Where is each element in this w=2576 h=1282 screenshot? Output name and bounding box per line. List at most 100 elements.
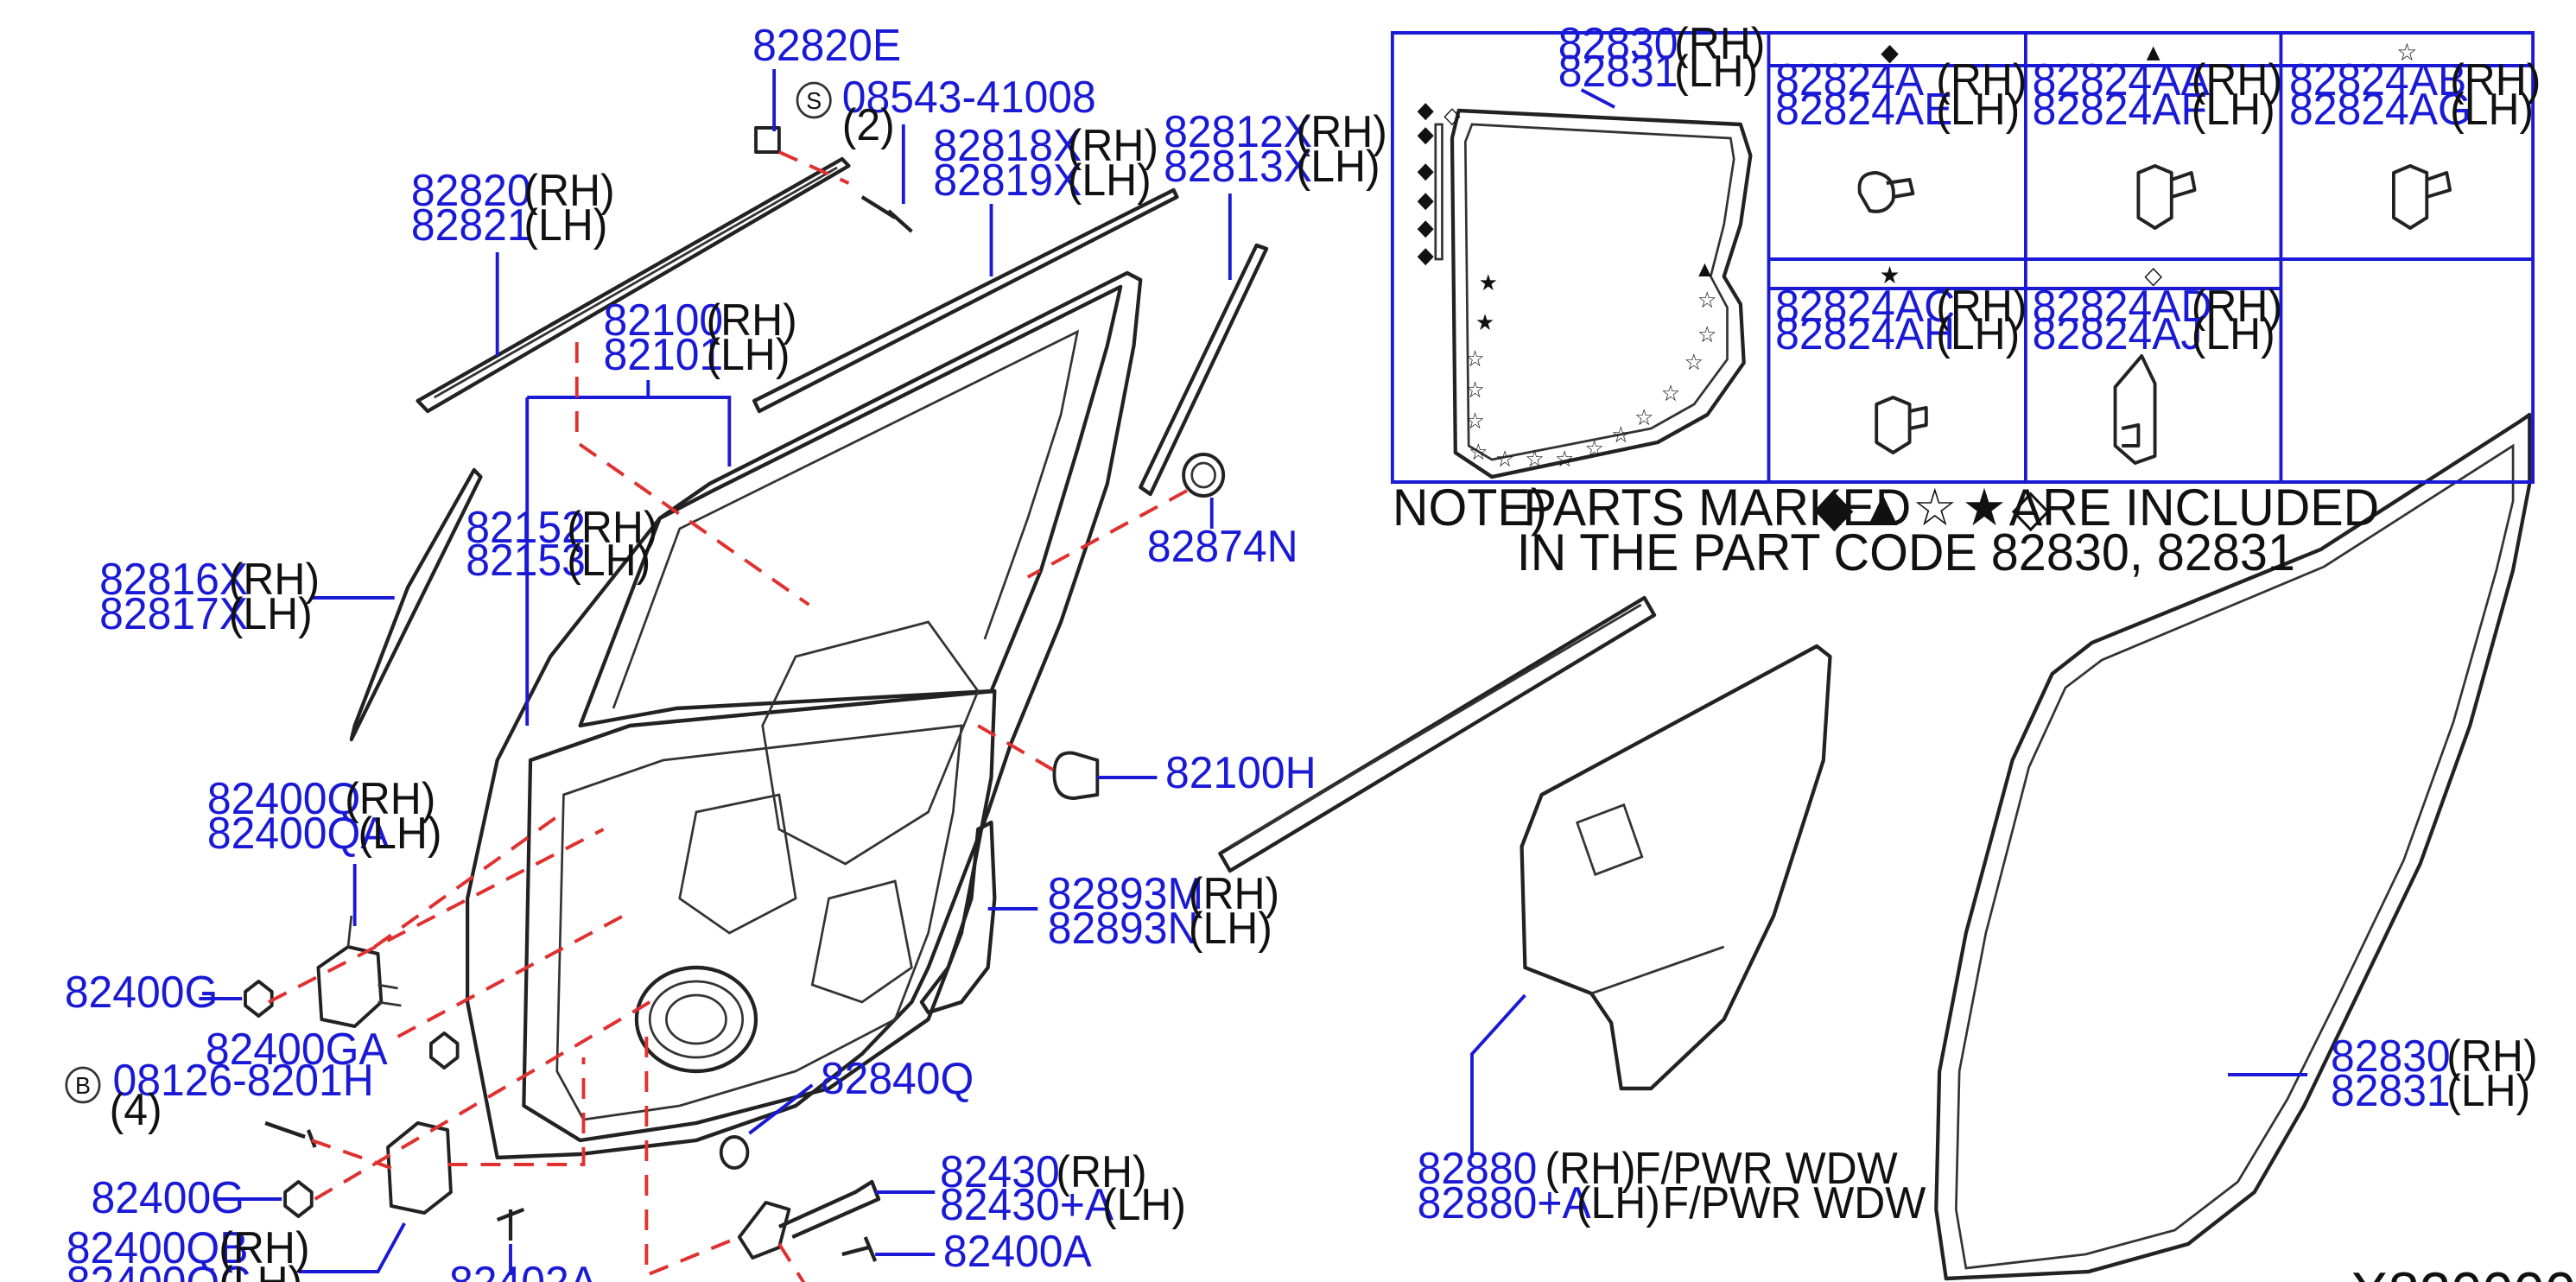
part-label-82400qc[interactable]: 82400QC — [67, 1257, 251, 1282]
svg-text:★: ★ — [1475, 311, 1494, 336]
svg-text:(LH): (LH) — [229, 588, 313, 638]
svg-text:(LH): (LH) — [1297, 141, 1380, 191]
part-label-82430a[interactable]: 82430+A — [940, 1179, 1114, 1229]
nut-shape — [244, 980, 274, 1018]
table-symbol-c5: ◇ — [2144, 261, 2162, 289]
sash-moulding-shape — [752, 187, 1179, 414]
part-label-82893m[interactable]: 82893M — [1048, 868, 1203, 918]
svg-text:☆: ☆ — [1611, 423, 1630, 448]
bumper-shape — [1052, 751, 1100, 800]
part-label-82820[interactable]: 82820 — [411, 165, 531, 215]
part-label-82400q[interactable]: 82400Q — [207, 773, 360, 823]
clip-shape — [754, 126, 781, 154]
part-label-82821[interactable]: 82821 — [411, 200, 531, 250]
svg-text:(RH): (RH) — [1189, 868, 1279, 918]
table-label-82830[interactable]: 82830 — [1558, 18, 1678, 68]
svg-text:◆: ◆ — [1418, 188, 1435, 213]
table-marker-symbols: ◆ ◇ ◆ ◆ ◆ ◆ ◆ ★ ★ ☆ ☆ ☆ ☆ ☆ ☆ ☆ ☆ ☆ ☆ ☆ … — [1418, 98, 1717, 473]
svg-text:(LH): (LH) — [219, 1257, 302, 1282]
upper-hinge-shape — [316, 945, 384, 1028]
svg-text:☆: ☆ — [1697, 289, 1716, 314]
part-label-82880[interactable]: 82880 — [1418, 1143, 1538, 1193]
diagram-id: X8200004 — [2351, 1261, 2576, 1282]
clip-ac-shape — [1875, 396, 1928, 454]
svg-text:☆: ☆ — [1584, 437, 1603, 462]
part-label-82400ga[interactable]: 82400GA — [206, 1024, 388, 1074]
part-label-82819x[interactable]: 82819X — [933, 155, 1082, 205]
svg-text:(LH): (LH) — [2446, 1065, 2530, 1115]
svg-text:◆: ◆ — [1418, 159, 1435, 184]
part-label-82100h[interactable]: 82100H — [1165, 747, 1317, 797]
part-label-82880a[interactable]: 82880+A — [1418, 1177, 1591, 1228]
svg-text:(LH): (LH) — [567, 535, 650, 585]
part-label-82101[interactable]: 82101 — [603, 329, 723, 379]
table-label-82831[interactable]: 82831 — [1558, 46, 1678, 96]
svg-text:(LH): (LH) — [2450, 84, 2534, 134]
svg-text:(RH): (RH) — [345, 773, 435, 823]
part-label-08543-41008[interactable]: 08543-41008 — [842, 72, 1096, 122]
table-label-82824aa[interactable]: 82824AA — [2033, 54, 2210, 105]
part-label-82400qb[interactable]: 82400QB — [67, 1222, 249, 1272]
svg-text:◆: ◆ — [1418, 98, 1435, 124]
part-label-08126-8201h[interactable]: 08126-8201H — [112, 1055, 373, 1105]
svg-text:(LH): (LH) — [1936, 84, 2020, 134]
part-label-82400g-lower[interactable]: 82400G — [92, 1172, 244, 1222]
table-label-82824ah[interactable]: 82824AH — [1775, 308, 1955, 359]
svg-text:☆: ☆ — [1525, 447, 1544, 473]
table-label-82824af[interactable]: 82824AF — [2033, 84, 2207, 134]
dashed-callouts — [268, 150, 1188, 1282]
svg-text:☆: ☆ — [1465, 378, 1484, 403]
lower-hinge-shape — [386, 1121, 453, 1215]
table-label-82824ab[interactable]: 82824AB — [2289, 54, 2466, 105]
table-label-82824ac[interactable]: 82824AC — [1775, 281, 1955, 331]
part-label-82812x[interactable]: 82812X — [1164, 106, 1312, 156]
part-label-82813x[interactable]: 82813X — [1164, 141, 1312, 191]
part-label-82831[interactable]: 82831 — [2331, 1065, 2451, 1115]
part-label-82840q[interactable]: 82840Q — [821, 1053, 974, 1103]
note-parts-marked: PARTS MARKED — [1523, 479, 1911, 536]
table-symbol-c4: ★ — [1880, 261, 1900, 289]
clip-ad-shape — [2113, 354, 2157, 465]
part-label-82400g-upper[interactable]: 82400G — [65, 967, 218, 1017]
table-label-82824ad[interactable]: 82824AD — [2033, 281, 2212, 331]
b-marker-icon — [65, 1066, 101, 1104]
svg-text:(RH): (RH) — [1674, 18, 1765, 68]
table-label-82824ag[interactable]: 82824AG — [2289, 84, 2471, 134]
qty-label-b: (4) — [110, 1084, 162, 1134]
clip-ab-shape — [2392, 164, 2452, 230]
glass-run-shape — [1218, 595, 1657, 873]
part-label-82818x[interactable]: 82818X — [933, 120, 1082, 170]
leader-lines — [199, 69, 2308, 1275]
svg-text:◆: ◆ — [1418, 123, 1435, 148]
part-label-82400qa[interactable]: 82400QA — [207, 808, 390, 858]
part-label-82153[interactable]: 82153 — [466, 535, 586, 585]
clip-aa-shape — [2136, 164, 2197, 230]
part-label-82830[interactable]: 82830 — [2331, 1031, 2451, 1081]
svg-text:(LH): (LH) — [706, 329, 790, 379]
part-label-82817x[interactable]: 82817X — [99, 588, 248, 638]
table-label-82824aj[interactable]: 82824AJ — [2033, 308, 2203, 359]
part-label-82402a[interactable]: 82402A — [449, 1257, 598, 1282]
table-symbol-c1: ◆ — [1881, 38, 1899, 66]
grommet-shape — [1182, 453, 1226, 498]
clip-a-shape — [1857, 171, 1915, 213]
svg-text:(LH): (LH) — [358, 808, 441, 858]
part-label-82400a[interactable]: 82400A — [943, 1226, 1092, 1276]
table-label-82824ae[interactable]: 82824AE — [1775, 84, 1952, 134]
qty-label-s: (2) — [842, 99, 895, 149]
part-label-82152[interactable]: 82152 — [466, 502, 586, 552]
table-label-82824a[interactable]: 82824A — [1775, 54, 1924, 105]
corner-trim-shape — [349, 467, 483, 742]
part-label-82893n[interactable]: 82893N — [1048, 903, 1199, 953]
part-label-82820e[interactable]: 82820E — [752, 20, 901, 70]
part-label-82874n[interactable]: 82874N — [1147, 521, 1298, 571]
svg-text:(RH): (RH) — [523, 165, 614, 215]
svg-text:(RH): (RH) — [1068, 120, 1158, 170]
part-label-82816x[interactable]: 82816X — [99, 554, 248, 604]
part-label-82430[interactable]: 82430 — [940, 1146, 1060, 1196]
part-label-82100[interactable]: 82100 — [603, 295, 723, 345]
note-prefix: NOTE) — [1393, 479, 1547, 536]
svg-text:S: S — [806, 86, 822, 114]
table-symbol-c3: ☆ — [2396, 38, 2417, 66]
